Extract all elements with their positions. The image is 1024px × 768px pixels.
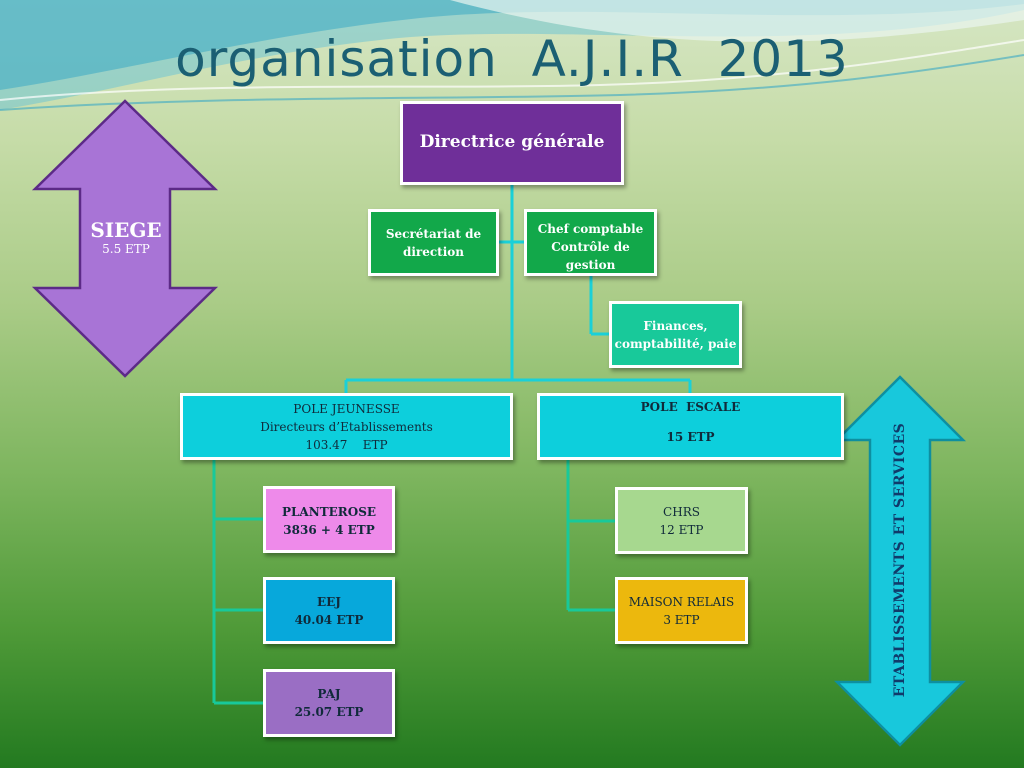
pole-jeunesse-line2: Directeurs d’Etablissements — [260, 420, 433, 434]
chrs-line1: CHRS — [663, 504, 700, 519]
etablissements-label: ETABLISSEMENTS ET SERVICES — [892, 422, 908, 698]
siege-double-arrow — [31, 99, 219, 378]
pole-jeunesse-line3: 103.47 ETP — [305, 438, 388, 452]
pole-jeunesse-line1: POLE JEUNESSE — [293, 402, 400, 416]
pole-escale-line2: 15 ETP — [666, 430, 715, 444]
planterose-line1: PLANTEROSE — [281, 505, 377, 519]
pole-jeunesse-box: POLE JEUNESSE Directeurs d’Etablissement… — [180, 393, 513, 460]
etablissements-double-arrow — [833, 375, 967, 747]
chrs-box: CHRS 12 ETP — [615, 487, 748, 554]
secretariat-box: Secrétariat de direction — [368, 209, 499, 276]
chef-line1: Chef comptable — [537, 222, 644, 236]
secretariat-line1: Secrétariat de — [385, 226, 482, 241]
pole-escale-line1: POLE ESCALE — [640, 400, 741, 414]
siege-label: SIEGE 5.5 ETP — [36, 218, 216, 256]
page-title: organisation A.J.I.R 2013 — [175, 30, 849, 88]
chrs-line2: 12 ETP — [659, 522, 704, 537]
maison-relais-box: MAISON RELAIS 3 ETP — [615, 577, 748, 644]
secretariat-line2: direction — [402, 244, 465, 259]
finances-line1: Finances, — [643, 318, 708, 333]
siege-title: SIEGE — [90, 218, 162, 242]
finances-box: Finances, comptabilité, paie — [609, 301, 742, 368]
planterose-line2: 3836 + 4 ETP — [283, 523, 375, 537]
maison-relais-line2: 3 ETP — [663, 612, 700, 627]
eej-line2: 40.04 ETP — [294, 612, 364, 627]
paj-box: PAJ 25.07 ETP — [263, 669, 395, 737]
planterose-box: PLANTEROSE 3836 + 4 ETP — [263, 486, 395, 553]
eej-line1: EEJ — [317, 594, 341, 609]
chef-comptable-box: Chef comptable Contrôle de gestion — [524, 209, 657, 276]
finances-line2: comptabilité, paie — [614, 336, 737, 351]
direction-generale-box: Directrice générale — [400, 101, 624, 185]
direction-generale-label: Directrice générale — [419, 132, 605, 153]
eej-box: EEJ 40.04 ETP — [263, 577, 395, 644]
pole-escale-box: POLE ESCALE 15 ETP — [537, 393, 844, 460]
maison-relais-line1: MAISON RELAIS — [628, 594, 735, 609]
chef-line2: Contrôle de gestion — [551, 240, 630, 272]
paj-line2: 25.07 ETP — [294, 705, 364, 719]
paj-line1: PAJ — [317, 687, 341, 701]
siege-etp: 5.5 ETP — [102, 242, 150, 256]
